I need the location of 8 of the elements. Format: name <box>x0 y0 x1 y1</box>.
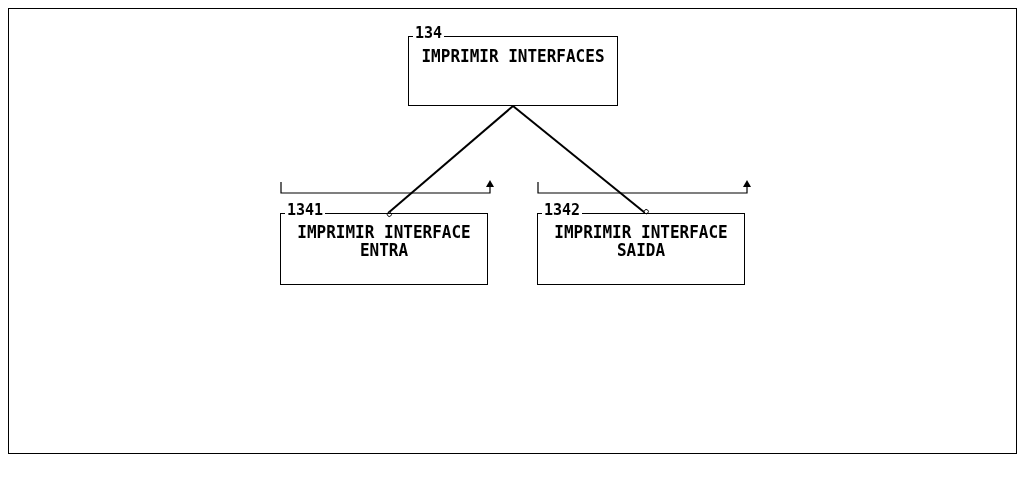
node-label: IMPRIMIR INTERFACES <box>420 46 606 65</box>
node-number: 134 <box>413 26 445 41</box>
node-label: IMPRIMIR INTERFACE ENTRA <box>296 222 472 260</box>
node-number: 1342 <box>542 203 583 218</box>
node-number: 1341 <box>285 203 326 218</box>
node-label: IMPRIMIR INTERFACE SAIDA <box>553 222 729 260</box>
connector <box>512 105 649 215</box>
connector <box>386 105 514 217</box>
